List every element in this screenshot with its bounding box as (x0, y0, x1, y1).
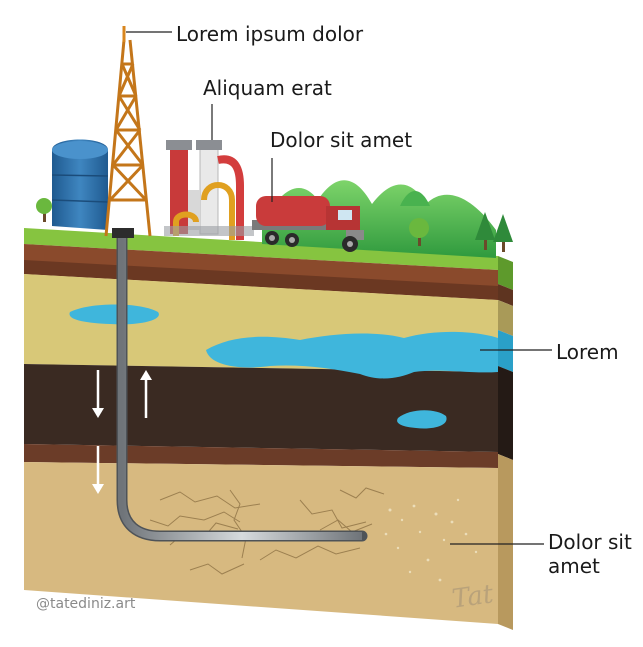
arrow-down-icon (92, 446, 104, 494)
tree-icon (36, 198, 52, 222)
ground-layers (24, 228, 498, 624)
target-rock-layer (24, 462, 498, 624)
label-truck: Dolor sit amet (270, 128, 413, 152)
label-shale: Dolor sit amet (548, 530, 632, 578)
groundwater-pockets (69, 304, 498, 429)
oil-derrick-icon (104, 26, 152, 237)
arrow-down-icon (92, 370, 104, 418)
flow-arrows (92, 370, 152, 494)
artist-signature: Tat (450, 579, 496, 615)
artist-credit: @tatediniz.art (36, 596, 136, 612)
storage-tank-icon (51, 139, 109, 230)
label-groundwater: Lorem (556, 340, 619, 364)
dark-shale-cap-layer (24, 364, 498, 452)
water-pocket (206, 331, 498, 379)
water-pocket (397, 410, 447, 429)
block-side-face (498, 256, 513, 630)
arrow-up-icon (140, 370, 152, 418)
water-pocket (69, 304, 159, 325)
tanker-truck-icon (252, 196, 364, 252)
sand-speckles (384, 498, 478, 582)
wellhead (112, 228, 134, 238)
tree-icon (493, 214, 513, 252)
processing-plant-icon (164, 140, 254, 240)
label-plant: Aliquam erat (203, 76, 332, 100)
tree-icon (409, 218, 429, 246)
well-pipe (112, 228, 368, 542)
tree-icon (475, 212, 495, 250)
label-derrick: Lorem ipsum dolor (176, 22, 364, 46)
grass-layer (24, 228, 498, 270)
